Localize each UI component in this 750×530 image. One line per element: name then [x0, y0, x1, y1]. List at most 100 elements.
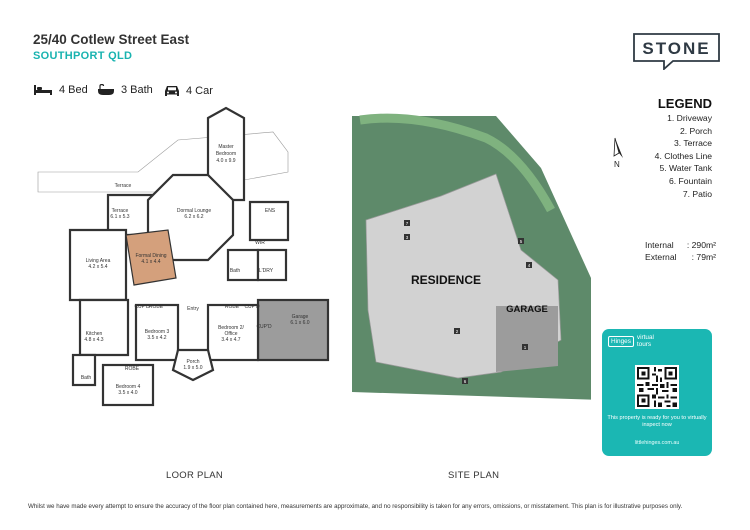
room-label: ENS	[265, 208, 276, 214]
virtual-label: virtual	[636, 334, 654, 341]
area-internal-label: Internal	[645, 240, 674, 250]
legend-item: 3. Terrace	[673, 138, 712, 149]
room-label: 3.5 x 4.0	[118, 390, 137, 396]
bed-icon	[34, 85, 52, 95]
room-label: 3.4 x 4.7	[221, 337, 240, 343]
room-label: 4.8 x 4.3	[84, 337, 103, 343]
feature-bed: 4 Bed	[33, 84, 88, 96]
site-marker: 6	[464, 379, 467, 384]
porch-wall	[171, 348, 215, 382]
room-label: 3.5 x 4.2	[147, 335, 166, 341]
garage-footprint	[496, 306, 558, 372]
feature-car: 4 Car	[164, 84, 213, 97]
room-label: L'DRY	[259, 268, 274, 274]
virtual-tour-text: This property is ready for you to virtua…	[607, 415, 707, 428]
site-marker: 5	[520, 239, 523, 244]
legend-title: LEGEND	[657, 96, 712, 111]
car-icon	[165, 86, 179, 96]
room-label: Bath	[230, 268, 241, 274]
bedroom2-wall	[206, 303, 260, 362]
feature-bath: 3 Bath	[97, 84, 153, 96]
garage-block	[256, 298, 330, 362]
room-label: Bedroom 2/	[218, 325, 244, 331]
formal-dining-fill	[125, 229, 177, 286]
room-label: ROBE	[225, 304, 240, 310]
legend-item: 6. Fountain	[669, 175, 712, 186]
site-marker: 3	[406, 235, 409, 240]
hinges-logo: Hinges virtual tours	[608, 334, 654, 348]
address-line1: 25/40 Cotlew Street East	[33, 32, 190, 47]
site-marker: 4	[528, 263, 531, 268]
room-label: Bath	[81, 375, 92, 381]
virtual-tour-url[interactable]: littlehinges.com.au	[634, 440, 680, 446]
room-label: Terrace	[112, 208, 129, 214]
room-label: Bedroom 3	[145, 329, 170, 335]
room-label: WIR	[255, 240, 265, 246]
virtual-tours-text: virtual tours	[636, 334, 654, 348]
room-label: CUP'D	[244, 304, 260, 310]
room-label: Office	[225, 331, 238, 337]
legend-item: 5. Water Tank	[659, 163, 712, 174]
legend-item: 4. Clothes Line	[654, 150, 712, 161]
north-label: N	[614, 160, 620, 168]
bath-bottom-wall	[71, 353, 97, 387]
room-label: ROBE	[125, 366, 140, 372]
room-label: 4.1 x 4.4	[141, 259, 160, 265]
site-marker: 1	[524, 345, 527, 350]
qr-code-icon[interactable]	[635, 365, 679, 409]
room-label: Terrace	[115, 183, 132, 189]
bath-mid-wall	[226, 248, 260, 282]
bedroom4-wall	[101, 363, 155, 407]
bath-icon	[98, 84, 114, 95]
area-external: External : 79m²	[645, 252, 716, 262]
room-label: Bedroom 4	[116, 384, 141, 390]
legend-item: 2. Porch	[679, 125, 712, 136]
kitchen-wall	[78, 298, 130, 357]
feature-bed-label: 4 Bed	[59, 84, 88, 96]
room-label: 6.1 x 5.3	[110, 214, 129, 220]
room-label: Kitchen	[86, 331, 103, 337]
room-label: Bedroom	[216, 151, 236, 157]
room-label: CUP'D	[256, 324, 272, 330]
room-label: Entry	[187, 306, 199, 312]
floor-plan-caption: LOOR PLAN	[166, 470, 224, 481]
floor-plan: Master Bedroom 4.0 x 9.9 Terrace Terrace…	[37, 106, 330, 407]
room-label: ROBE	[149, 304, 164, 310]
disclaimer: Whilst we have made every attempt to ens…	[28, 503, 683, 510]
room-label: Porch	[186, 359, 199, 365]
room-label: 4.0 x 9.9	[216, 158, 235, 164]
virtual-tour-card[interactable]: Hinges virtual tours This property is re…	[602, 329, 712, 456]
residence-label: RESIDENCE	[411, 273, 481, 287]
room-label: CUP'D	[134, 304, 150, 310]
legend-list: 1. Driveway 2. Porch 3. Terrace 4. Cloth…	[560, 112, 712, 200]
terrace-deck	[37, 131, 289, 193]
room-label: Garage	[292, 314, 309, 320]
site-plan-caption: SITE PLAN	[448, 470, 500, 481]
room-label: Master	[218, 144, 234, 150]
ensuite-wall	[248, 200, 290, 242]
room-label: Living Area	[86, 258, 111, 264]
laundry-wall	[256, 248, 288, 282]
room-label: Dormal Lounge	[177, 208, 211, 214]
site-plan: RESIDENCE GARAGE 1 2 3 4 5 6 7	[352, 113, 591, 400]
legend-item: 1. Driveway	[667, 113, 712, 123]
area-internal: Internal : 290m²	[645, 240, 716, 250]
stone-logo: STONE	[633, 33, 720, 70]
site-marker: 2	[456, 329, 459, 334]
area-internal-value: : 290m²	[686, 240, 716, 250]
garage-label: GARAGE	[506, 304, 548, 315]
room-label: Formal Dining	[135, 253, 166, 259]
room-label: 6.2 x 6.2	[184, 214, 203, 220]
feature-bath-label: 3 Bath	[121, 84, 153, 96]
hedge-top	[359, 113, 555, 213]
logo-text: STONE	[642, 39, 710, 58]
feature-car-label: 4 Car	[186, 84, 213, 97]
room-label: 6.1 x 6.0	[290, 320, 309, 326]
address-line2: SOUTHPORT QLD	[33, 50, 133, 62]
area-external-value: : 79m²	[691, 252, 716, 262]
room-label: 1.9 x 5.0	[183, 365, 202, 371]
room-label: 4.2 x 5.4	[88, 264, 107, 270]
area-external-label: External	[645, 252, 677, 262]
site-marker: 7	[406, 221, 409, 226]
north-arrow: N	[613, 137, 623, 168]
